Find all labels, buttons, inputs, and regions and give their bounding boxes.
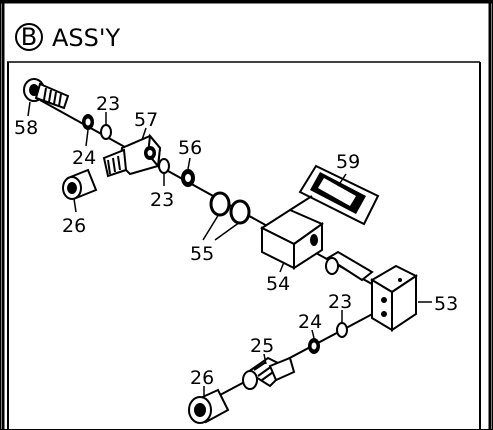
- callout-23-upper: 23: [96, 93, 120, 115]
- callouts: 58 23 24 57 56 23 26 59 55 54 53 23 24 2…: [14, 93, 458, 389]
- part-58-bolt: [23, 78, 70, 110]
- part-23-oring-upper: [100, 124, 112, 140]
- title-badge-letter: B: [21, 23, 37, 51]
- callout-23-lower: 23: [328, 291, 352, 313]
- callout-54: 54: [266, 273, 290, 295]
- connecting-rod: [325, 250, 374, 282]
- part-55-rings: [209, 191, 251, 225]
- callout-56: 56: [178, 137, 202, 159]
- callout-26-lower: 26: [190, 367, 214, 389]
- callout-58: 58: [14, 117, 38, 139]
- callout-26-upper: 26: [62, 215, 86, 237]
- part-26-cap-upper: [62, 168, 98, 200]
- leader-lines: [27, 101, 432, 397]
- part-57-fitting: [102, 133, 162, 178]
- title-text: ASS'Y: [52, 24, 120, 52]
- part-26-cap-lower: [188, 388, 230, 424]
- part-59-gasket: [289, 164, 380, 226]
- callout-53: 53: [434, 293, 458, 315]
- callout-23-middle: 23: [150, 189, 174, 211]
- part-56-washer: [181, 169, 195, 187]
- callout-57: 57: [134, 109, 158, 131]
- part-23-oring-middle: [158, 158, 170, 174]
- title-block: B ASS'Y: [15, 23, 120, 52]
- part-23-oring-lower: [336, 322, 348, 338]
- callout-25: 25: [250, 335, 274, 357]
- callout-24-upper: 24: [72, 147, 96, 169]
- part-24-washer-upper: [82, 114, 94, 130]
- part-54-valve-block: [259, 208, 325, 270]
- part-25-nipple: [242, 356, 296, 390]
- title-badge: [15, 23, 43, 51]
- callout-55: 55: [190, 243, 214, 265]
- part-24-washer-lower: [308, 338, 320, 354]
- part-53-body-block: [370, 264, 418, 332]
- callout-24-lower: 24: [298, 311, 322, 333]
- callout-59: 59: [336, 151, 360, 173]
